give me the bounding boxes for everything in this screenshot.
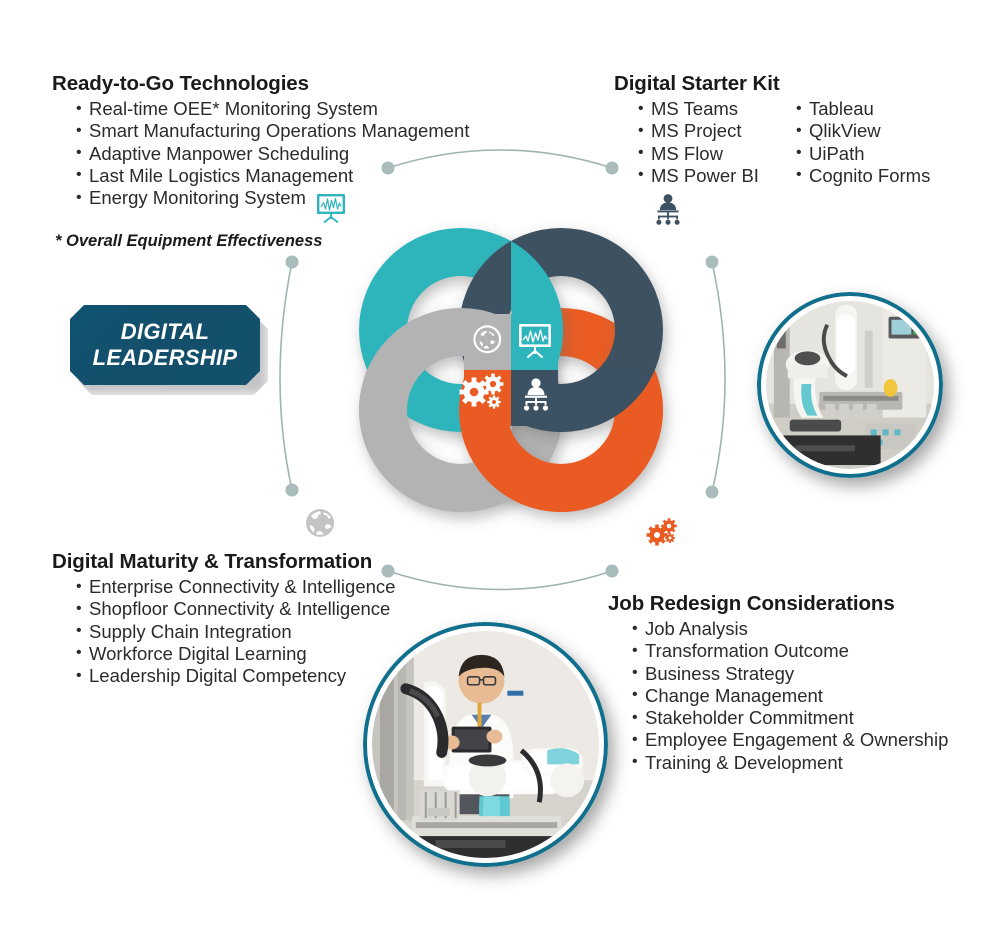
list-item: Last Mile Logistics Management [76, 164, 469, 187]
list-item: Real-time OEE* Monitoring System [76, 97, 469, 120]
gears-icon [646, 518, 677, 546]
center-icon-tiles [459, 314, 558, 426]
list-item: Smart Manufacturing Operations Managemen… [76, 120, 469, 143]
section-digital-maturity: Digital Maturity & Transformation Enterp… [52, 550, 395, 687]
job-redesign-list: Job Analysis Transformation Outcome Busi… [608, 617, 948, 774]
section-title-ready-to-go: Ready-to-Go Technologies [52, 72, 309, 95]
digital-leadership-badge: DIGITAL LEADERSHIP [70, 305, 268, 395]
org-chart-icon [523, 378, 549, 411]
list-item: MS Flow [638, 142, 788, 165]
globe-icon [473, 325, 502, 354]
starter-kit-list-col1: MS Teams MS Project MS Flow MS Power BI [614, 97, 788, 187]
section-ready-to-go: Ready-to-Go Technologies Real-time OEE* … [52, 72, 469, 209]
robot-cell-photo [757, 292, 943, 478]
section-title-starter-kit: Digital Starter Kit [614, 72, 780, 95]
oee-footnote: * Overall Equipment Effectiveness [55, 232, 323, 250]
photo-ring-inner [370, 629, 601, 860]
badge-line-2: LEADERSHIP [92, 345, 238, 370]
list-item: UiPath [796, 142, 930, 165]
connector-arc-bottom [387, 570, 613, 591]
gears-icon [459, 373, 504, 409]
list-item: Job Analysis [632, 617, 948, 640]
digital-maturity-list: Enterprise Connectivity & Intelligence S… [52, 575, 395, 688]
connector-arc-left [279, 261, 293, 491]
list-item: Leadership Digital Competency [76, 665, 395, 688]
chart-board-icon [519, 324, 551, 358]
list-item: MS Power BI [638, 164, 788, 187]
photo-ring [363, 622, 608, 867]
connector-arc-right [711, 261, 726, 493]
list-item: Change Management [632, 684, 948, 707]
list-item: Business Strategy [632, 662, 948, 685]
photo-ring-inner [764, 299, 936, 471]
org-chart-icon [656, 194, 680, 225]
list-item: Adaptive Manpower Scheduling [76, 142, 469, 165]
section-job-redesign: Job Redesign Considerations Job Analysis… [608, 592, 948, 774]
badge-body: DIGITAL LEADERSHIP [70, 305, 260, 385]
org-chart-tile [511, 370, 558, 426]
photo-ring [757, 292, 943, 478]
section-title-job-redesign: Job Redesign Considerations [608, 592, 895, 615]
starter-kit-list-col2: Tableau QlikView UiPath Cognito Forms [788, 97, 930, 187]
list-item: Enterprise Connectivity & Intelligence [76, 575, 395, 598]
list-item: Transformation Outcome [632, 640, 948, 663]
globe-icon [306, 509, 334, 537]
technician-photo [363, 622, 608, 867]
list-item: Energy Monitoring System [76, 187, 469, 210]
section-starter-kit: Digital Starter Kit MS Teams MS Project … [614, 72, 930, 187]
list-item: Shopfloor Connectivity & Intelligence [76, 598, 395, 621]
badge-line-1: DIGITAL [120, 319, 210, 344]
ready-to-go-list: Real-time OEE* Monitoring System Smart M… [52, 97, 469, 210]
list-item: Cognito Forms [796, 164, 930, 187]
list-item: MS Teams [638, 97, 788, 120]
list-item: Stakeholder Commitment [632, 707, 948, 730]
list-item: MS Project [638, 120, 788, 143]
list-item: Supply Chain Integration [76, 620, 395, 643]
list-item: Tableau [796, 97, 930, 120]
list-item: QlikView [796, 120, 930, 143]
interlocking-rings-diagram [325, 194, 697, 546]
section-title-digital-maturity: Digital Maturity & Transformation [52, 550, 373, 573]
list-item: Training & Development [632, 751, 948, 774]
list-item: Workforce Digital Learning [76, 642, 395, 665]
list-item: Employee Engagement & Ownership [632, 729, 948, 752]
